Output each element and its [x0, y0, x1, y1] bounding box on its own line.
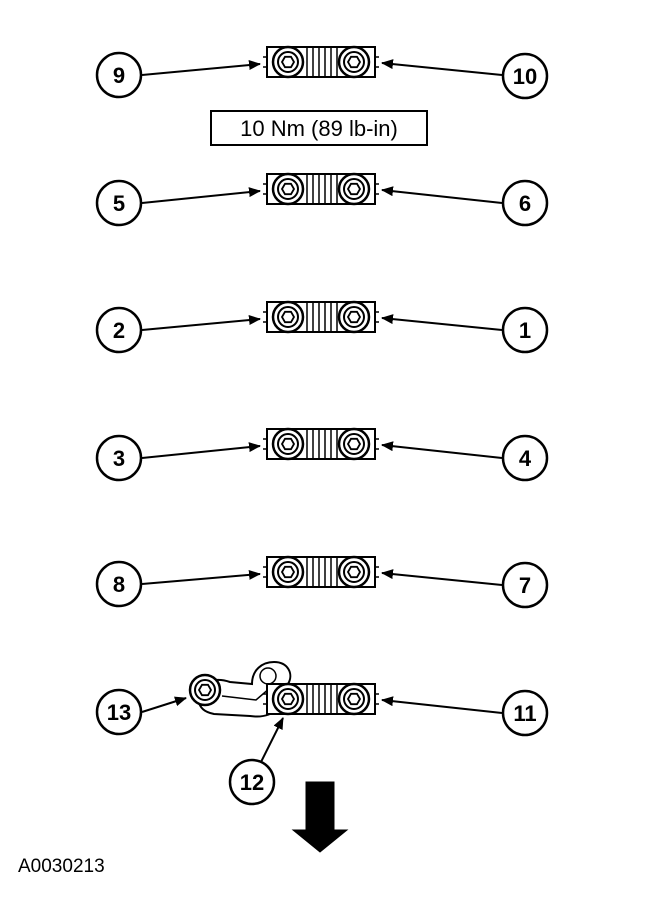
arrow-12: [259, 717, 284, 765]
arrow-5: [141, 187, 261, 204]
arrow-13: [141, 696, 187, 713]
cap-row-6: 13 11 12: [95, 660, 549, 806]
bearing-cap-5: [261, 555, 381, 589]
callout-9: 9: [113, 63, 125, 88]
callout-circle-11: [501, 689, 549, 737]
callout-circle-4: [501, 434, 549, 482]
callout-circle-7: [501, 561, 549, 609]
callout-1: 1: [519, 318, 531, 343]
callout-10: 10: [513, 64, 537, 89]
callout-4: 4: [519, 446, 532, 471]
callout-circle-12: [228, 758, 276, 806]
arrow-7: [381, 569, 503, 586]
arrow-10: [381, 59, 503, 76]
cap-row-3: 2 1: [95, 300, 549, 354]
torque-spec-label: 10 Nm (89 lb-in): [240, 116, 398, 141]
torque-spec-box: 10 Nm (89 lb-in): [210, 110, 428, 146]
figure-id: A0030213: [18, 856, 105, 877]
cap-row-5: 8 7: [95, 555, 549, 609]
cap-row-1: 9 10: [95, 45, 549, 100]
arrow-11: [381, 696, 503, 714]
down-arrow-icon: [291, 781, 349, 853]
arrow-8: [141, 569, 261, 585]
arrow-9: [141, 60, 261, 76]
callout-7: 7: [519, 573, 531, 598]
callout-circle-2: [95, 306, 143, 354]
arrow-4: [381, 441, 503, 459]
callout-11: 11: [513, 701, 536, 726]
callout-8: 8: [113, 572, 125, 597]
callout-circle-3: [95, 434, 143, 482]
bearing-cap-6: [261, 682, 381, 716]
callout-circle-8: [95, 560, 143, 608]
callout-13: 13: [107, 700, 131, 725]
callout-circle-6: [501, 179, 549, 227]
cap-row-4: 3 4: [95, 427, 549, 482]
callout-12: 12: [240, 770, 264, 795]
bracket-bolt-13: [188, 673, 222, 707]
callout-5: 5: [113, 191, 125, 216]
arrow-6: [381, 186, 503, 204]
callout-circle-13: [95, 688, 143, 736]
arrow-3: [141, 442, 261, 459]
callout-circle-1: [501, 306, 549, 354]
callout-circle-5: [95, 179, 143, 227]
bearing-cap-2: [261, 172, 381, 206]
arrow-1: [381, 314, 503, 331]
callout-6: 6: [519, 191, 531, 216]
callout-2: 2: [113, 318, 125, 343]
cap-row-2: 5 6: [95, 172, 549, 227]
callout-3: 3: [113, 446, 125, 471]
arrow-2: [141, 315, 261, 331]
bearing-cap-1: [261, 45, 381, 79]
callout-circle-9: [95, 51, 143, 99]
bearing-cap-4: [261, 427, 381, 461]
callout-circle-10: [501, 52, 549, 100]
bearing-cap-3: [261, 300, 381, 334]
